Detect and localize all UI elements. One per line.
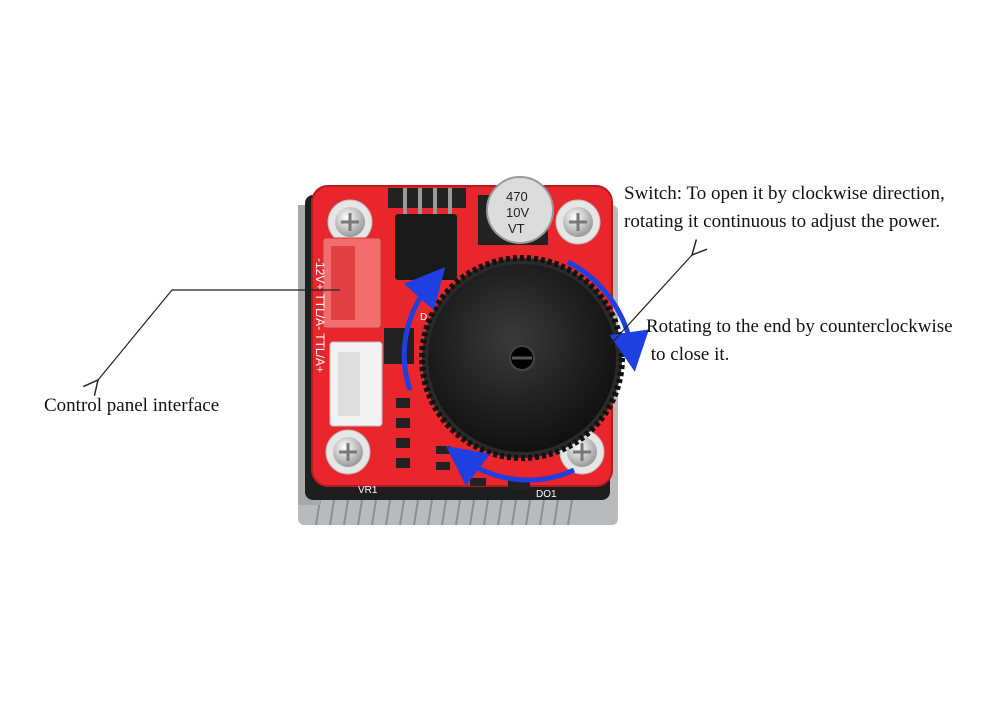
rotate-annotation-line2: to close it. xyxy=(646,344,730,365)
silkscreen-pin-labels: -12V+ TTL/A- TTL/A+ xyxy=(313,258,327,373)
rotate-annotation: Rotating to the end by counterclockwise … xyxy=(646,313,953,369)
capacitor-value-line3: VT xyxy=(508,221,525,236)
white-connector xyxy=(329,341,383,427)
heatsink-fins xyxy=(315,499,573,526)
capacitor-value-line2: 10V xyxy=(506,205,529,220)
switch-annotation-line1: Switch: To open it by clockwise directio… xyxy=(624,183,945,204)
silkscreen-vr: VR1 xyxy=(358,485,378,496)
capacitor-value-line1: 470 xyxy=(506,189,528,204)
screw-top-left xyxy=(327,199,373,245)
red-connector xyxy=(322,237,382,329)
potentiometer-knob xyxy=(419,255,625,461)
counterclockwise-arrow-bottom xyxy=(446,445,576,487)
switch-annotation: Switch: To open it by clockwise directio… xyxy=(624,180,945,236)
smd-components xyxy=(384,328,530,490)
rotate-annotation-line1: Rotating to the end by counterclockwise xyxy=(646,316,953,337)
electrolytic-capacitor: 470 10V VT xyxy=(478,176,554,245)
silkscreen-do: DO1 xyxy=(536,489,557,500)
silkscreen-d: D xyxy=(420,312,427,323)
ic-chip xyxy=(388,188,466,280)
counterclockwise-arrow-left xyxy=(401,267,446,391)
rotation-arrows xyxy=(401,259,650,487)
clockwise-arrow xyxy=(566,259,650,372)
control-panel-callout xyxy=(98,289,340,380)
switch-callout xyxy=(609,255,692,346)
screw-bottom-left xyxy=(325,429,371,475)
switch-annotation-line2: rotating it continuous to adjust the pow… xyxy=(624,211,941,232)
control-panel-label: Control panel interface xyxy=(44,395,220,416)
screw-top-right xyxy=(555,199,601,245)
callout-lines xyxy=(98,255,692,380)
